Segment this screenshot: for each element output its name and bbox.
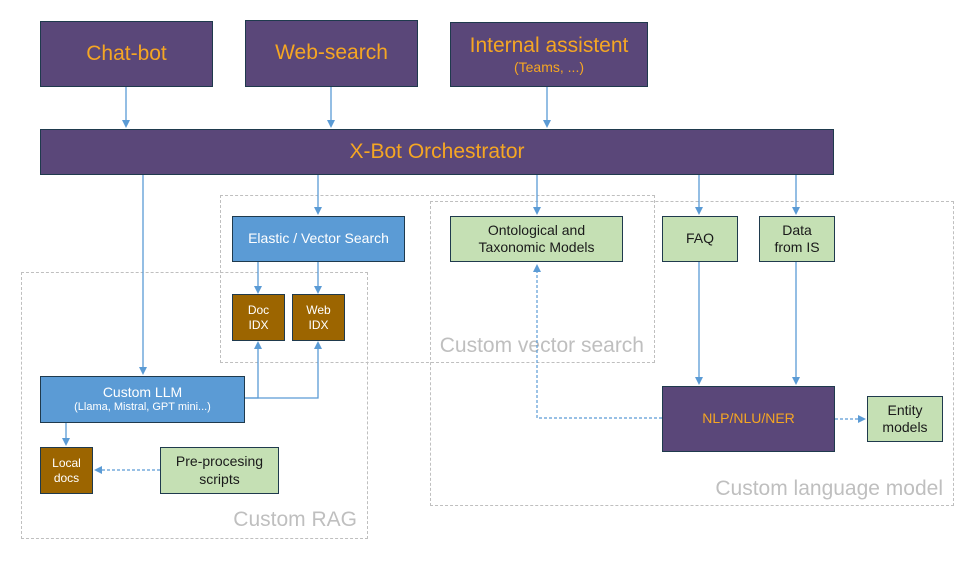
data-is-line1: Data <box>782 221 812 238</box>
group-label-custom-language-model: Custom language model <box>715 477 943 500</box>
web-idx: Web IDX <box>292 294 345 341</box>
elastic-vector-search: Elastic / Vector Search <box>232 216 405 262</box>
ontological-line2: Taxonomic Models <box>478 239 595 255</box>
orchestrator-label: X-Bot Orchestrator <box>349 139 525 163</box>
channel-chatbot-label: Chat-bot <box>86 41 167 65</box>
channel-websearch: Web-search <box>245 20 418 87</box>
custom-llm-sublabel: (Llama, Mistral, GPT mini...) <box>74 401 211 414</box>
doc-idx-line1: Doc <box>247 302 270 317</box>
elastic-label: Elastic / Vector Search <box>248 230 389 247</box>
entity-models-line2: models <box>882 419 928 435</box>
preprocessing-line2: scripts <box>199 470 240 487</box>
channel-internal-assistant: Internal assistent (Teams, ...) <box>450 22 648 87</box>
channel-internal-sublabel: (Teams, ...) <box>513 58 584 75</box>
entity-models-line1: Entity <box>887 401 923 418</box>
ontological-line1: Ontological and <box>487 221 586 238</box>
web-idx-line2: IDX <box>308 317 329 332</box>
local-docs-line1: Local <box>52 455 81 470</box>
group-custom-rag: Custom RAG <box>21 272 368 539</box>
nlp-nlu-ner: NLP/NLU/NER <box>662 386 835 452</box>
channel-chatbot: Chat-bot <box>40 21 213 87</box>
channel-internal-label: Internal assistent <box>469 33 629 57</box>
local-docs: Local docs <box>40 447 93 494</box>
nlp-label: NLP/NLU/NER <box>702 410 795 427</box>
doc-idx: Doc IDX <box>232 294 285 341</box>
group-label-custom-rag: Custom RAG <box>233 508 357 531</box>
ontological-taxonomic-models: Ontological and Taxonomic Models <box>450 216 623 262</box>
custom-llm: Custom LLM (Llama, Mistral, GPT mini...) <box>40 376 245 423</box>
local-docs-line2: docs <box>53 470 80 485</box>
doc-idx-line2: IDX <box>248 317 269 332</box>
entity-models: Entity models <box>867 396 943 442</box>
orchestrator: X-Bot Orchestrator <box>40 129 834 175</box>
faq: FAQ <box>662 216 738 262</box>
group-custom-language-model: Custom language model <box>430 201 954 506</box>
preprocessing-scripts: Pre-procesing scripts <box>160 447 279 494</box>
faq-label: FAQ <box>685 230 714 247</box>
data-is-line2: from IS <box>774 239 820 255</box>
preprocessing-line1: Pre-procesing <box>175 453 264 469</box>
custom-llm-label: Custom LLM <box>102 383 183 400</box>
data-from-is: Data from IS <box>759 216 835 262</box>
web-idx-line1: Web <box>306 302 331 317</box>
channel-websearch-label: Web-search <box>275 41 388 65</box>
